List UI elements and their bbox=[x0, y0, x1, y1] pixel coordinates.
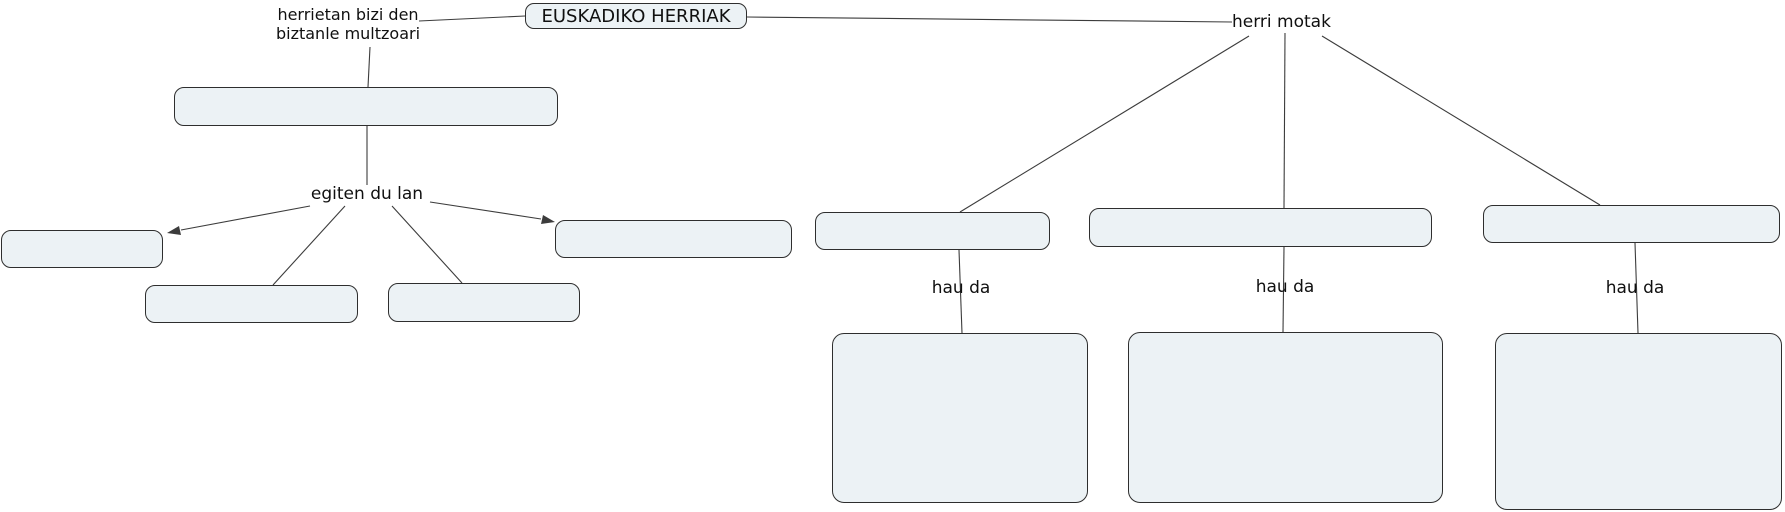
empty-node-town-type-2-description[interactable] bbox=[1128, 332, 1443, 503]
connector-work-to-midbox-b bbox=[391, 205, 463, 284]
empty-node-population-answer[interactable] bbox=[174, 87, 558, 126]
arrowhead-left-icon bbox=[167, 226, 181, 235]
connector-population-phrase-to-longbox bbox=[367, 46, 371, 88]
connector-towntypes-to-type2 bbox=[1283, 32, 1286, 209]
root-concept-node[interactable]: EUSKADIKO HERRIAK bbox=[525, 3, 747, 29]
connector-root-to-towntypes-phrase bbox=[746, 16, 1233, 23]
empty-node-town-type-1-description[interactable] bbox=[832, 333, 1088, 503]
connector-type3-to-description3 bbox=[1634, 242, 1639, 334]
connector-type2-to-description2 bbox=[1282, 246, 1285, 333]
connector-type1-to-description1 bbox=[958, 249, 963, 334]
empty-node-work-answer-1[interactable] bbox=[1, 230, 163, 268]
arrowhead-right-icon bbox=[541, 215, 555, 224]
linking-phrase-hau-da-2[interactable]: hau da bbox=[1255, 277, 1315, 297]
connector-work-to-rightbox bbox=[429, 201, 542, 220]
connector-work-to-smallbox bbox=[180, 205, 311, 231]
empty-node-work-answer-3[interactable] bbox=[388, 283, 580, 322]
linking-phrase-population-line2: biztanle multzoari bbox=[275, 24, 421, 43]
empty-node-town-type-3[interactable] bbox=[1483, 205, 1780, 243]
linking-phrase-population[interactable]: herrietan bizi den biztanle multzoari bbox=[276, 5, 420, 43]
linking-phrase-work[interactable]: egiten du lan bbox=[310, 184, 424, 204]
linking-phrase-hau-da-3[interactable]: hau da bbox=[1605, 278, 1665, 298]
empty-node-town-type-2[interactable] bbox=[1089, 208, 1432, 247]
connector-root-to-population-phrase bbox=[418, 15, 526, 22]
connector-towntypes-to-type3 bbox=[1321, 35, 1601, 206]
empty-node-town-type-3-description[interactable] bbox=[1495, 333, 1782, 510]
linking-phrase-population-line1: herrietan bizi den bbox=[277, 5, 419, 24]
linking-phrase-hau-da-1[interactable]: hau da bbox=[931, 278, 991, 298]
empty-node-work-answer-4[interactable] bbox=[555, 220, 792, 258]
connector-work-to-midbox-a bbox=[272, 205, 346, 286]
linking-phrase-town-types[interactable]: herri motak bbox=[1232, 12, 1331, 32]
empty-node-work-answer-2[interactable] bbox=[145, 285, 358, 323]
connector-towntypes-to-type1 bbox=[959, 35, 1250, 213]
empty-node-town-type-1[interactable] bbox=[815, 212, 1050, 250]
